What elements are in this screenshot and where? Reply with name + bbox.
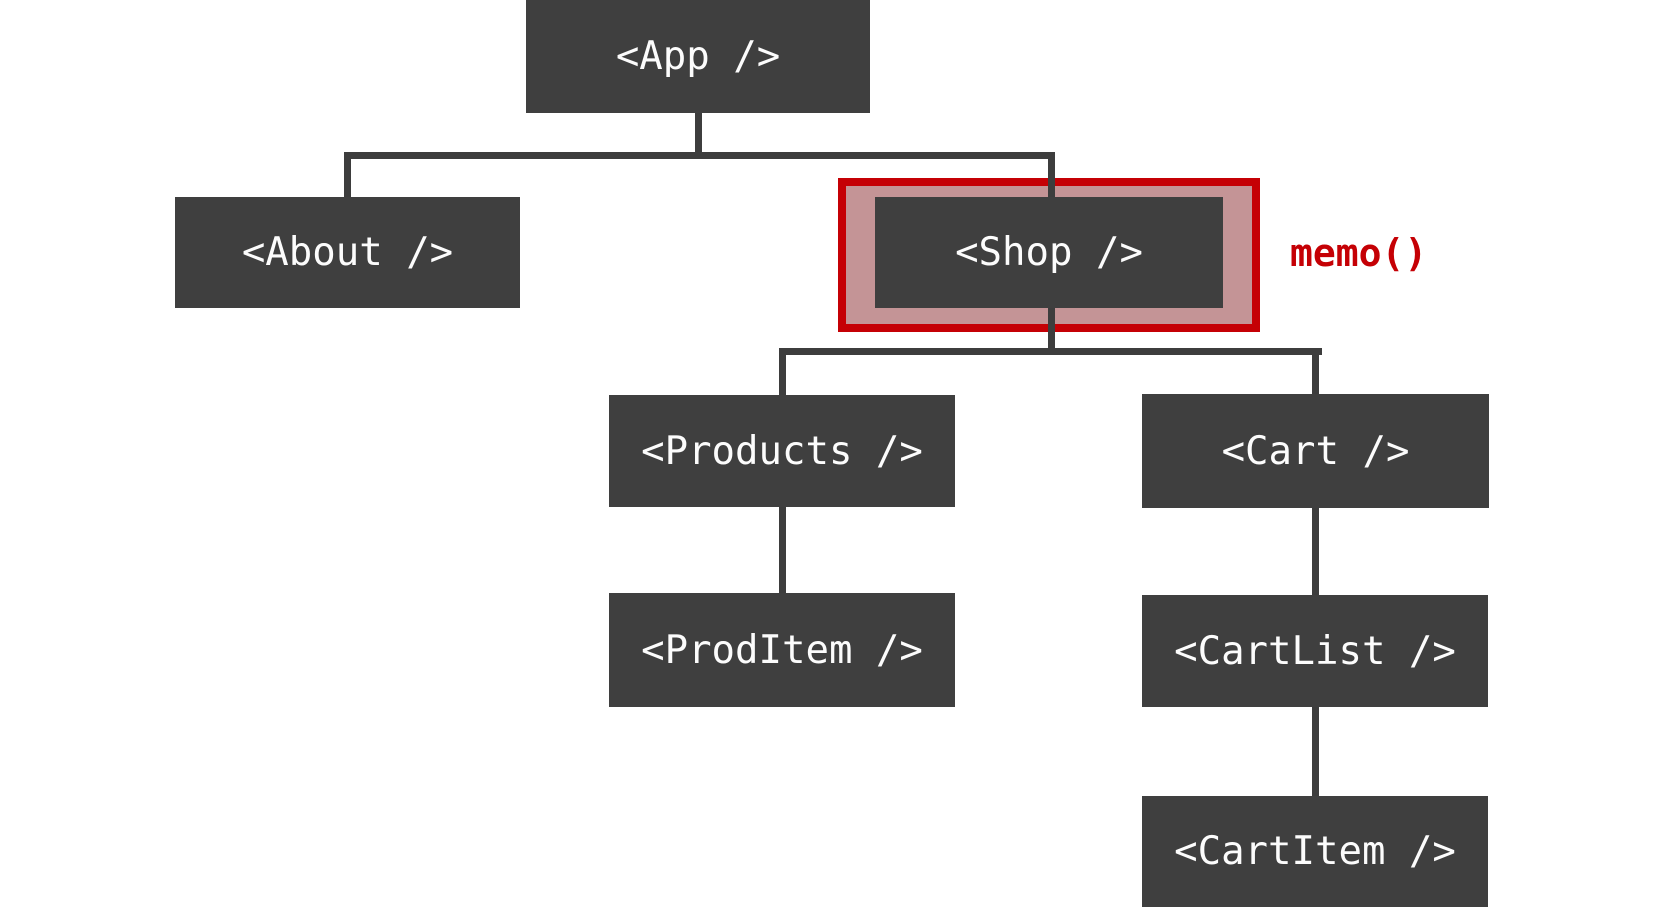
node-shop: <Shop /> bbox=[875, 197, 1223, 308]
connector-cart-stub bbox=[1312, 348, 1319, 394]
node-about: <About /> bbox=[175, 197, 520, 308]
connector-about-stub bbox=[344, 152, 351, 197]
connector-app-stub bbox=[695, 113, 702, 159]
connector-shop-children bbox=[779, 348, 1322, 355]
node-cart: <Cart /> bbox=[1142, 394, 1489, 508]
connector-app-children bbox=[344, 152, 1055, 159]
node-proditem: <ProdItem /> bbox=[609, 593, 955, 707]
memo-annotation: memo() bbox=[1290, 231, 1428, 275]
connector-products-stub bbox=[779, 348, 786, 395]
node-cartitem: <CartItem /> bbox=[1142, 796, 1488, 907]
connector-products-proditem bbox=[779, 507, 786, 593]
connector-cart-cartlist bbox=[1312, 508, 1319, 595]
node-app: <App /> bbox=[526, 0, 870, 113]
node-cartlist: <CartList /> bbox=[1142, 595, 1488, 707]
node-products: <Products /> bbox=[609, 395, 955, 507]
connector-cartlist-cartitem bbox=[1312, 707, 1319, 796]
